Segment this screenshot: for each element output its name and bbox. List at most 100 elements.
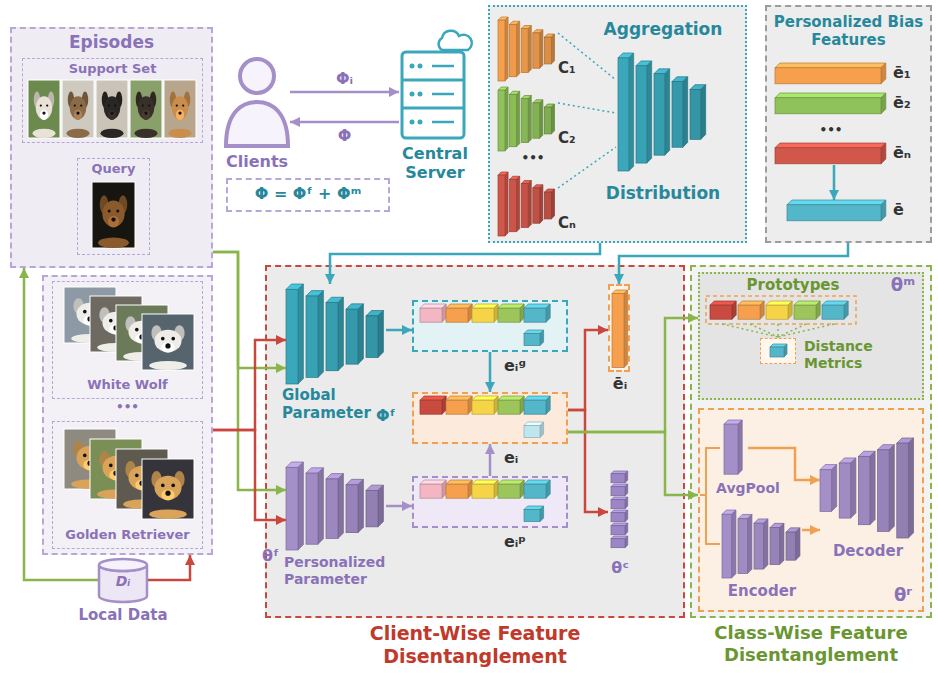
connector-arrow (148, 555, 190, 580)
connector-arrow (386, 505, 412, 508)
text-slot: Class-Wise Feature Disentanglement (690, 622, 932, 665)
dog-head (172, 96, 189, 119)
dog-head (104, 96, 121, 119)
cube-front (611, 513, 625, 522)
cube-front (897, 443, 909, 538)
label-text: Clients (214, 152, 300, 171)
cube-side (908, 438, 913, 538)
illustration-group (498, 87, 554, 151)
server-icon: Central Server (392, 28, 478, 198)
label-text: Cₙ (558, 214, 578, 232)
cube-front (524, 334, 540, 346)
label-text: Episodes (10, 32, 213, 52)
cube-front (446, 400, 468, 414)
text-slot: Golden Retriever (52, 527, 203, 543)
cube-front (510, 24, 517, 76)
text-slot: eᵢᵖ (504, 532, 548, 551)
label-text: Φᶠ (376, 406, 402, 425)
illustration-group (775, 63, 886, 84)
dog-nose (165, 491, 170, 496)
label-text: Personalized Bias Features (769, 13, 928, 49)
cube-front (346, 309, 358, 364)
dotted-link (558, 103, 616, 113)
dog-eye (116, 210, 119, 213)
cube-side (298, 462, 303, 550)
edge-label-slot: Φ (335, 126, 355, 145)
dog-head (154, 330, 181, 352)
text-slot: ••• (42, 400, 213, 414)
text-slot: ••• (775, 123, 887, 137)
text-slot: ••• (508, 151, 558, 165)
connector-arrow (489, 444, 492, 476)
dog-snout (176, 110, 184, 120)
cube-side (378, 485, 383, 527)
cube-top (775, 63, 886, 68)
cube-front (498, 20, 505, 81)
cube-front (544, 37, 551, 64)
label-text: ē₁ (893, 63, 923, 82)
connector-arrow (833, 165, 836, 200)
server-led (410, 92, 415, 97)
cube-side (551, 189, 554, 219)
label-text: Decoder (820, 542, 916, 560)
illustration (412, 300, 568, 380)
dog-eye (74, 104, 76, 106)
cube-front (611, 539, 625, 548)
connector-arrow (290, 121, 399, 124)
feature-bar: ē₂ (775, 93, 925, 115)
server-case (402, 52, 464, 138)
cube-side (881, 63, 886, 84)
cube-side (760, 301, 764, 319)
cube-front (420, 484, 442, 498)
cube-front (524, 308, 546, 322)
label-text: θᶜ (598, 558, 642, 577)
connector-arrow (330, 243, 600, 284)
cube-side (546, 304, 550, 322)
cube-front (306, 296, 318, 377)
dog-snout (161, 490, 175, 501)
cube-side (748, 514, 752, 573)
cube-top (787, 200, 886, 205)
cube-front (472, 308, 494, 322)
prototype-frame (706, 296, 856, 324)
label-text: Encoder (712, 582, 812, 600)
text-slot: ē₁ (893, 63, 923, 82)
label-text: θʳ (886, 584, 920, 606)
avgpool-layer: AvgPool (712, 418, 784, 500)
cube-side (520, 396, 524, 414)
illustration (812, 438, 920, 586)
connector-arrow (213, 430, 286, 520)
cube-front (286, 467, 298, 550)
dog-nose (42, 111, 45, 114)
class-images: Golden Retriever (52, 421, 203, 549)
cube-front (472, 400, 494, 414)
illustration-group (787, 200, 886, 221)
illustration (787, 200, 927, 222)
cube-front (366, 316, 378, 358)
text-slot: θᶠ (262, 546, 286, 565)
feature-bar: ē₁ (775, 63, 925, 85)
dog-eye (148, 104, 150, 106)
dog-eye (161, 337, 165, 341)
cube-top (775, 143, 886, 148)
cube-front (611, 526, 625, 535)
photo (92, 182, 135, 248)
cube-front (366, 491, 378, 527)
cube-side (881, 200, 886, 221)
server-divider (402, 107, 464, 110)
cube-side (378, 310, 383, 357)
dog-eye (108, 210, 111, 213)
text-slot: Aggregation (583, 19, 743, 39)
text-slot: Central Server (392, 144, 478, 182)
illustration-group (28, 80, 196, 138)
cube-front (446, 308, 468, 322)
illustration-group (820, 438, 914, 538)
dog-body (100, 129, 123, 138)
bias-panel: Personalized Bias Features•••ē₁ē₂ēₙē (765, 5, 932, 243)
cube-front (754, 523, 764, 569)
cube-side (881, 143, 886, 164)
cube-front (498, 90, 505, 151)
cube-side (788, 301, 792, 319)
cube-front (724, 424, 738, 474)
cube-side (732, 301, 736, 319)
